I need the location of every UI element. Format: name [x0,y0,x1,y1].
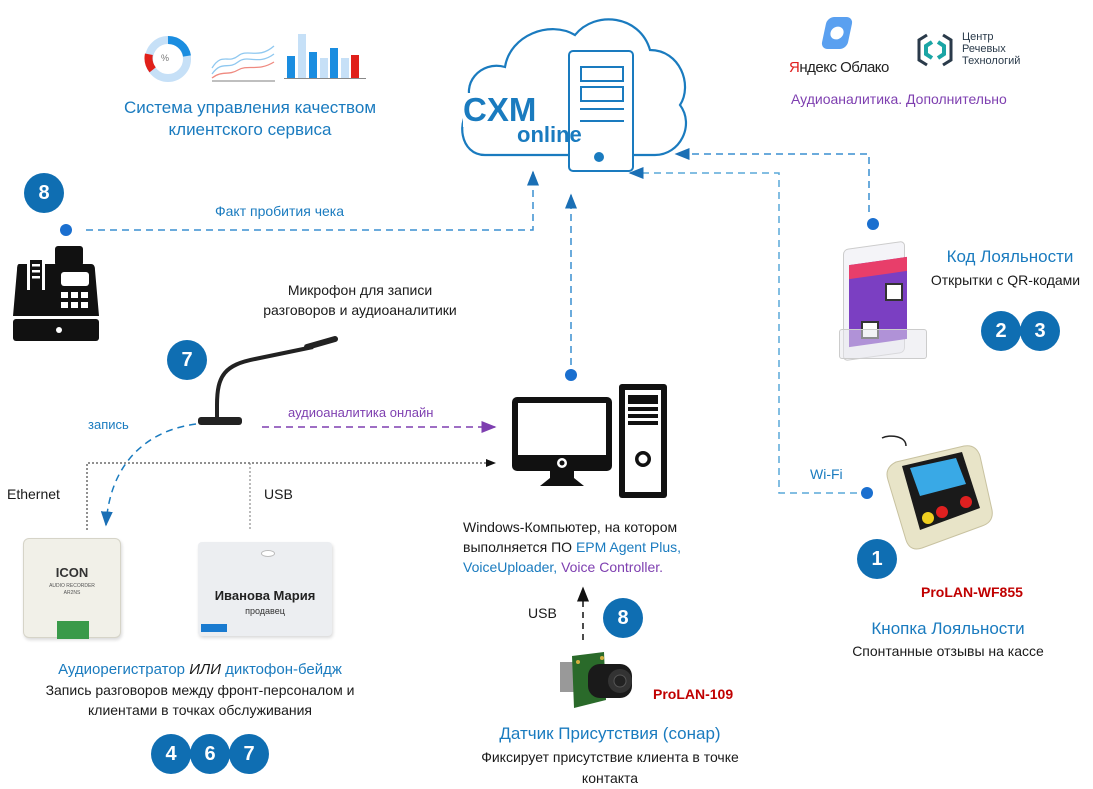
computer-desc-line1: Windows-Компьютер, на котором [463,519,678,535]
quality-system-title-line1: Система управления качеством [123,98,377,117]
receipt-to-cloud-line [60,170,539,236]
wifi-label: Wi-Fi [810,466,843,482]
wired-bus-line [86,459,496,530]
cxm-logo-text: CXM [463,91,537,128]
loyalty-button-model-label: ProLAN-WF855 [921,584,1023,600]
recorder-number-badge: 6 [190,734,230,774]
desktop-computer-icon [510,382,670,500]
loyalty-button-number-badge: 1 [857,539,897,579]
loyalty-button-device-image [876,432,996,554]
loyalty-button-to-cloud-line [628,167,873,499]
voice-uploader-name: VoiceUploader, [463,559,558,575]
recorder-desc-line2: клиентами в точках обслуживания [88,702,312,718]
quality-system-title: Система управления качеством клиентского… [90,97,410,141]
speech-tech-center-logo: Центр Речевых Технологий [962,31,1020,67]
online-analytics-label: аудиоаналитика онлайн [288,405,434,420]
badge-role-text: продавец [245,606,285,616]
receipt-fact-label: Факт пробития чека [215,203,345,219]
recorder-title-part2: диктофон-бейдж [220,661,342,678]
loyalty-button-title: Кнопка Лояльности [871,619,1025,638]
loyalty-code-number-badge: 2 [981,311,1021,351]
sonar-number-badge: 8 [603,598,643,638]
loyalty-code-number-badge: 3 [1020,311,1060,351]
recorder-title-or: ИЛИ [189,661,221,678]
record-label: запись [88,417,129,432]
computer-desc-line2: выполняется ПО [463,539,576,555]
recorder-sub2-text: AR2NS [63,590,81,596]
microphone-caption-line1: Микрофон для записи [287,282,433,298]
recorder-number-badge: 4 [151,734,191,774]
qr-postcard-holder-image [835,240,930,362]
donut-chart-icon: % [143,34,203,84]
voice-recorder-badge-image: Иванова Мария продавец [198,542,332,636]
stc-line2: Речевых [962,43,1006,55]
epm-agent-plus-name: EPM Agent Plus, [575,539,681,555]
microphone-number-badge: 7 [167,340,207,380]
sonar-description: Фиксирует присутствие клиента в точке ко… [440,747,780,789]
audio-analytics-caption: Аудиоаналитика. Дополнительно [791,91,1007,107]
computer-to-cloud-line [565,193,577,381]
loyalty-code-description: Открытки с QR-кодами [930,272,1081,288]
loyalty-code-title: Код Лояльности [946,247,1074,266]
sonar-model-label: ProLAN-109 [653,686,734,702]
recorder-title-part1: Аудиорегистратор [58,661,190,678]
sonar-desc-line2: контакта [581,770,639,786]
yandex-logo-red: Я [789,59,800,76]
stc-line3: Технологий [962,55,1021,67]
cash-register-icon [13,246,109,342]
voice-controller-name: Voice Controller. [557,559,664,575]
server-icon [568,50,634,172]
sonar-sensor-image [558,650,638,712]
ethernet-label: Ethernet [7,486,60,502]
speech-tech-center-icon [915,32,955,68]
loyalty-button-description: Спонтанные отзывы на кассе [852,643,1044,659]
microphone-caption-line2: разговоров и аудиоаналитики [263,302,457,318]
recorder-brand-text: ICON [55,565,89,580]
quality-system-title-line2: клиентского сервиса [168,120,332,139]
recorder-description: Аудиорегистратор ИЛИ диктофон-бейдж Запи… [0,660,400,720]
gooseneck-microphone-icon [195,335,340,430]
cxm-cloud-server: CXM online [455,5,695,175]
badge-name-text: Иванова Мария [214,588,316,603]
loyalty-code-to-cloud-line [674,148,879,230]
line-chart-icon [210,40,276,84]
microphone-caption: Микрофон для записи разговоров и аудиоан… [230,280,490,320]
stc-line1: Центр [962,31,994,43]
recorder-desc-line1: Запись разговоров между фронт-персоналом… [45,682,355,698]
usb-badge-label: USB [264,486,293,502]
yandex-cloud-logo: Яндекс Облако [789,59,889,76]
yandex-logo-rest: ндекс Облако [799,59,889,76]
yandex-cloud-icon [820,15,854,51]
computer-description: Windows-Компьютер, на котором выполняетс… [463,517,753,577]
audio-recorder-image: ICON AUDIO RECORDER AR2NS [23,538,121,639]
online-logo-text: online [517,122,582,147]
mic-to-recorder-line [100,423,197,527]
sonar-desc-line1: Фиксирует присутствие клиента в точке [481,749,739,765]
sonar-title: Датчик Присутствия (сонар) [499,724,721,743]
receipt-number-badge: 8 [24,173,64,213]
bar-chart-icon [284,34,368,80]
donut-label: % [161,53,170,63]
usb-sonar-label: USB [528,605,557,621]
recorder-sub1-text: AUDIO RECORDER [49,583,95,589]
recorder-number-badge: 7 [229,734,269,774]
